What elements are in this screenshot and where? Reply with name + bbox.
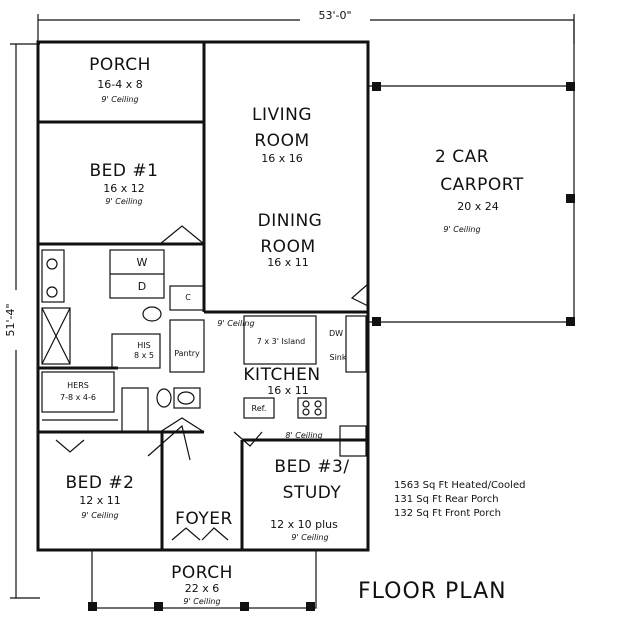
washer-label: W (137, 256, 148, 269)
interior-fixtures (41, 249, 205, 433)
overall-width-label: 53'-0" (318, 9, 351, 22)
plan-title: FLOOR PLAN (358, 579, 507, 604)
closet-label: C (185, 293, 191, 302)
front-porch-ceiling: 9' Ceiling (183, 597, 220, 606)
bed3-ceiling: 9' Ceiling (291, 533, 328, 542)
overall-width-dimension: 53'-0" (37, 8, 575, 44)
bed3-name-line2: STUDY (283, 483, 342, 503)
kitchen-size: 16 x 11 (267, 384, 309, 397)
refrigerator-label: Ref. (252, 404, 267, 413)
dining-room-name-line2: ROOM (260, 237, 315, 257)
bed3-name-line1: BED #3/ (274, 457, 349, 477)
hers-bath-name: HERS (67, 381, 89, 390)
dishwasher-label: DW (329, 329, 343, 338)
bed2-size: 12 x 11 (79, 494, 121, 507)
overall-depth-label: 51'-4" (4, 303, 17, 336)
sink-label: Sink (329, 353, 346, 362)
kitchen-fixtures (243, 315, 367, 457)
kitchen-ceiling: 9' Ceiling (217, 319, 254, 328)
hall-ceiling: 8' Ceiling (285, 431, 322, 440)
bed1-name: BED #1 (90, 161, 159, 181)
bed3-size: 12 x 10 plus (270, 518, 338, 531)
carport-name-line1: 2 CAR (435, 147, 489, 167)
living-room-size: 16 x 16 (261, 152, 303, 165)
carport-ceiling: 9' Ceiling (443, 225, 480, 234)
pantry-label: Pantry (174, 349, 200, 358)
bed2-name: BED #2 (66, 473, 135, 493)
rear-porch-ceiling: 9' Ceiling (101, 95, 138, 104)
bed1-ceiling: 9' Ceiling (105, 197, 142, 206)
overall-depth-dimension: 51'-4" (3, 43, 40, 599)
carport-size: 20 x 24 (457, 200, 499, 213)
bed1-size: 16 x 12 (103, 182, 145, 195)
kitchen-island: 7 x 3' Island (257, 337, 306, 346)
front-porch-name: PORCH (171, 563, 233, 583)
front-porch-sqft: 132 Sq Ft Front Porch (394, 508, 501, 519)
rear-porch-sqft: 131 Sq Ft Rear Porch (394, 494, 499, 505)
living-room-name-line1: LIVING (252, 105, 312, 125)
carport-name-line2: CARPORT (440, 175, 524, 195)
carport-outline (368, 20, 575, 326)
his-bath-size: 8 x 5 (134, 351, 154, 360)
dining-room-name-line1: DINING (258, 211, 323, 231)
hers-bath-size: 7-8 x 4-6 (60, 393, 96, 402)
living-room-name-line2: ROOM (254, 131, 309, 151)
his-bath-name: HIS (137, 341, 150, 350)
front-porch-area (88, 549, 317, 611)
kitchen-name: KITCHEN (243, 365, 320, 385)
front-porch-size: 22 x 6 (185, 582, 220, 595)
rear-porch-size: 16-4 x 8 (97, 78, 142, 91)
door-swings (55, 225, 369, 541)
heated-sqft: 1563 Sq Ft Heated/Cooled (394, 480, 525, 491)
bed2-ceiling: 9' Ceiling (81, 511, 118, 520)
dining-room-size: 16 x 11 (267, 256, 309, 269)
foyer-name: FOYER (175, 509, 233, 529)
dryer-label: D (138, 280, 146, 293)
rear-porch-name: PORCH (89, 55, 151, 75)
